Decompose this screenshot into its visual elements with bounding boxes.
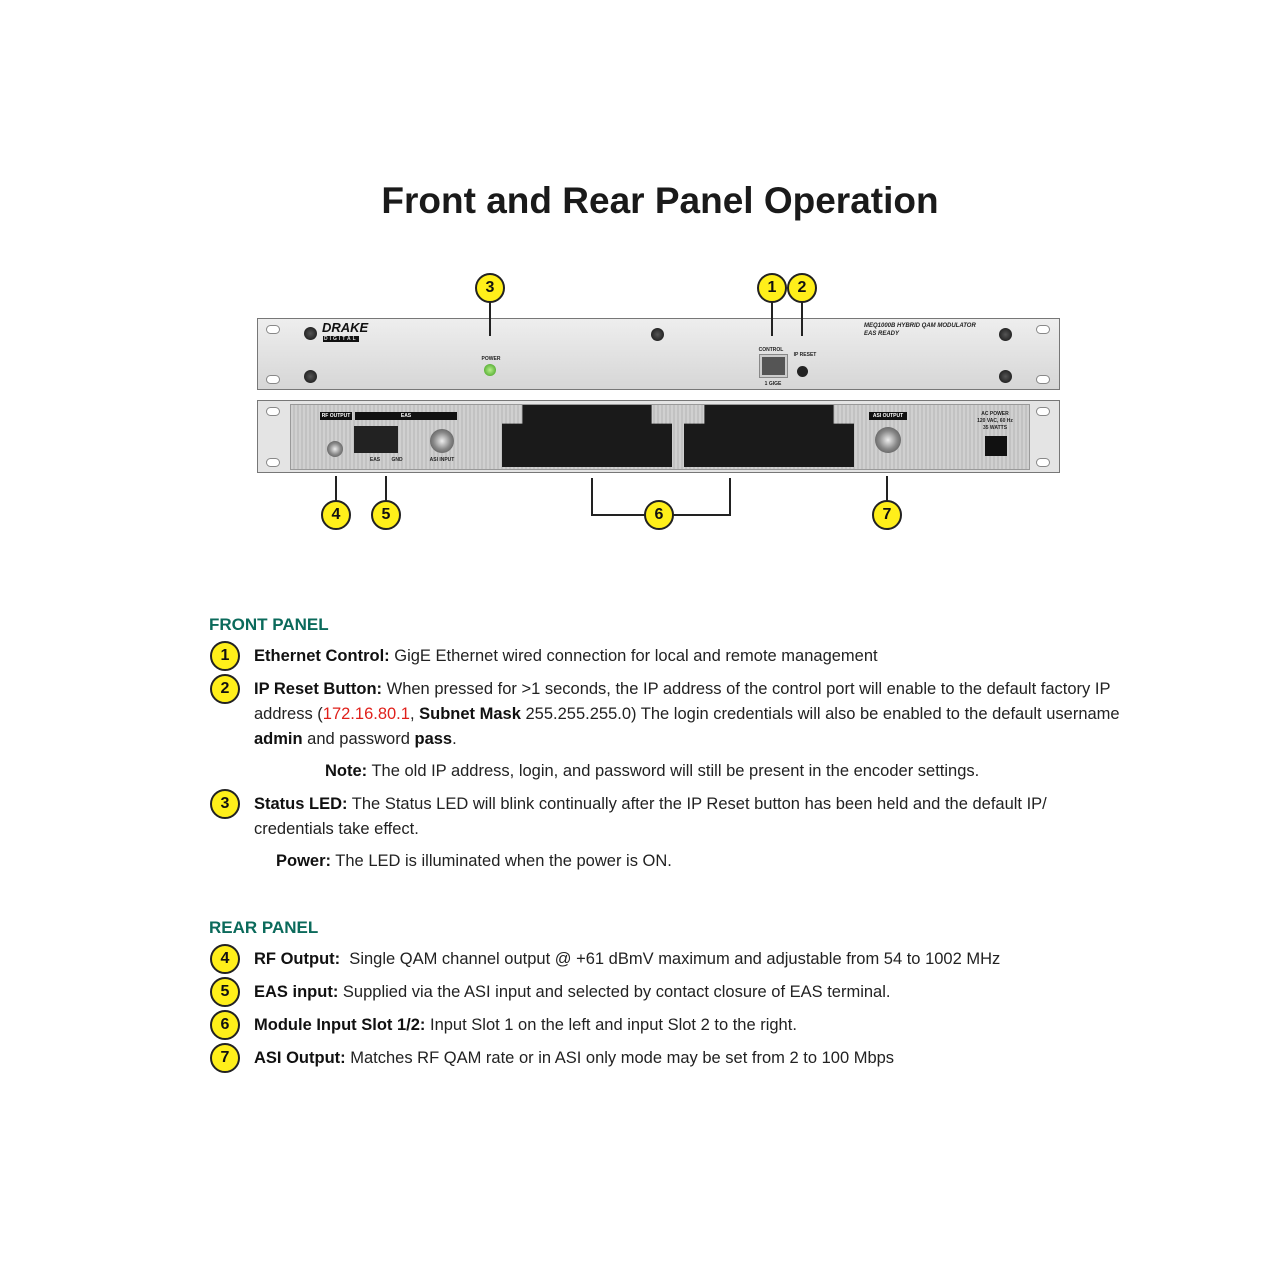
item-ip-reset: 2 IP Reset Button: When pressed for >1 se… bbox=[209, 674, 1129, 752]
rf-output-label: RF OUTPUT bbox=[320, 412, 352, 420]
default-ip: 172.16.80.1 bbox=[322, 705, 410, 723]
item-number: 1 bbox=[210, 641, 240, 671]
note: Note: The old IP address, login, and pas… bbox=[209, 759, 1129, 784]
item-module-slot: 6 Module Input Slot 1/2: Input Slot 1 on … bbox=[209, 1010, 1129, 1040]
module-slot-2[interactable] bbox=[684, 405, 854, 467]
ac-power-inlet bbox=[985, 436, 1007, 456]
item-label: ASI Output: bbox=[254, 1049, 346, 1067]
item-number: 2 bbox=[210, 674, 240, 704]
rear-panel: RF OUTPUT EAS EAS GND ASI INPUT ASI OUTP… bbox=[257, 400, 1060, 473]
item-label: Module Input Slot 1/2: bbox=[254, 1016, 426, 1034]
item-label: IP Reset Button: bbox=[254, 680, 383, 698]
item-label: Ethernet Control: bbox=[254, 647, 390, 665]
default-password: pass bbox=[414, 730, 453, 748]
gnd-label: GND bbox=[391, 457, 403, 463]
power-label: POWER bbox=[481, 356, 501, 362]
item-number: 6 bbox=[210, 1010, 240, 1040]
ac-power-label: AC POWER bbox=[981, 411, 1009, 417]
power-note-label: Power: bbox=[276, 852, 332, 870]
ip-reset-button[interactable] bbox=[797, 366, 808, 377]
item-text: 255.255.255.0) The login credentials wil… bbox=[520, 705, 1120, 723]
item-text: When pressed for >1 seconds, the IP addr… bbox=[254, 680, 1111, 723]
asi-input-connector bbox=[430, 429, 454, 453]
item-text: and password bbox=[302, 730, 415, 748]
control-label: CONTROL bbox=[758, 347, 784, 353]
ethernet-port[interactable] bbox=[760, 355, 787, 377]
logo-sub: DIGITAL bbox=[323, 336, 359, 342]
model-label: MEQ1000B HYBRID QAM MODULATOR bbox=[864, 323, 976, 329]
item-text: The Status LED will blink continually af… bbox=[254, 795, 1047, 838]
item-number: 4 bbox=[210, 944, 240, 974]
gige-label: 1 GIGE bbox=[764, 381, 782, 387]
power-note-text: The LED is illuminated when the power is… bbox=[331, 852, 672, 870]
description-column: FRONT PANEL 1 Ethernet Control: GigE Ethe… bbox=[209, 615, 1129, 1079]
callout-3: 3 bbox=[475, 273, 505, 303]
item-text: GigE Ethernet wired connection for local… bbox=[389, 647, 878, 665]
callout-4: 4 bbox=[321, 500, 351, 530]
default-username: admin bbox=[254, 730, 303, 748]
power-led bbox=[484, 364, 496, 376]
item-text: Single QAM channel output @ +61 dBmV max… bbox=[340, 950, 1001, 968]
item-text: . bbox=[452, 730, 457, 748]
item-ethernet-control: 1 Ethernet Control: GigE Ethernet wired c… bbox=[209, 641, 1129, 671]
watts-label: 35 WATTS bbox=[982, 425, 1008, 431]
item-label: RF Output: bbox=[254, 950, 341, 968]
ac-spec-label: 120 VAC, 60 Hz bbox=[977, 418, 1013, 424]
item-label: Status LED: bbox=[254, 795, 348, 813]
item-text: Input Slot 1 on the left and input Slot … bbox=[425, 1016, 797, 1034]
item-number: 5 bbox=[210, 977, 240, 1007]
asi-output-connector bbox=[875, 427, 901, 453]
eas-term-label: EAS bbox=[369, 457, 381, 463]
callout-1: 1 bbox=[757, 273, 787, 303]
asi-input-label: ASI INPUT bbox=[429, 457, 455, 463]
item-number: 3 bbox=[210, 789, 240, 819]
item-eas-input: 5 EAS input: Supplied via the ASI input a… bbox=[209, 977, 1129, 1007]
callout-2: 2 bbox=[787, 273, 817, 303]
note-label: Note: bbox=[325, 762, 368, 780]
rear-panel-heading: REAR PANEL bbox=[209, 918, 319, 937]
rf-output-connector bbox=[327, 441, 343, 457]
item-asi-output: 7 ASI Output: Matches RF QAM rate or in A… bbox=[209, 1043, 1129, 1073]
ip-reset-label: IP RESET bbox=[793, 352, 817, 358]
eas-label: EAS bbox=[355, 412, 457, 420]
page-title: Front and Rear Panel Operation bbox=[381, 180, 939, 221]
module-slot-1[interactable] bbox=[502, 405, 672, 467]
eas-ready-label: EAS READY bbox=[864, 331, 900, 337]
item-text: Matches RF QAM rate or in ASI only mode … bbox=[345, 1049, 895, 1067]
sep: , bbox=[409, 705, 420, 723]
front-panel: DRAKE DIGITAL POWER CONTROL 1 GIGE IP RE… bbox=[257, 318, 1060, 390]
subnet-label: Subnet Mask bbox=[419, 705, 521, 723]
item-rf-output: 4 RF Output: Single QAM channel output @ … bbox=[209, 944, 1129, 974]
item-number: 7 bbox=[210, 1043, 240, 1073]
item-text: Supplied via the ASI input and selected … bbox=[338, 983, 891, 1001]
power-note: Power: The LED is illuminated when the p… bbox=[209, 849, 1129, 874]
item-label: EAS input: bbox=[254, 983, 339, 1001]
item-status-led: 3 Status LED: The Status LED will blink c… bbox=[209, 789, 1089, 842]
asi-output-label: ASI OUTPUT bbox=[869, 412, 907, 420]
eas-terminal bbox=[354, 426, 398, 453]
front-panel-heading: FRONT PANEL bbox=[209, 615, 329, 634]
drake-logo: DRAKE bbox=[322, 320, 369, 335]
callout-6: 6 bbox=[644, 500, 674, 530]
callout-7: 7 bbox=[872, 500, 902, 530]
note-text: The old IP address, login, and password … bbox=[367, 762, 980, 780]
callout-5: 5 bbox=[371, 500, 401, 530]
